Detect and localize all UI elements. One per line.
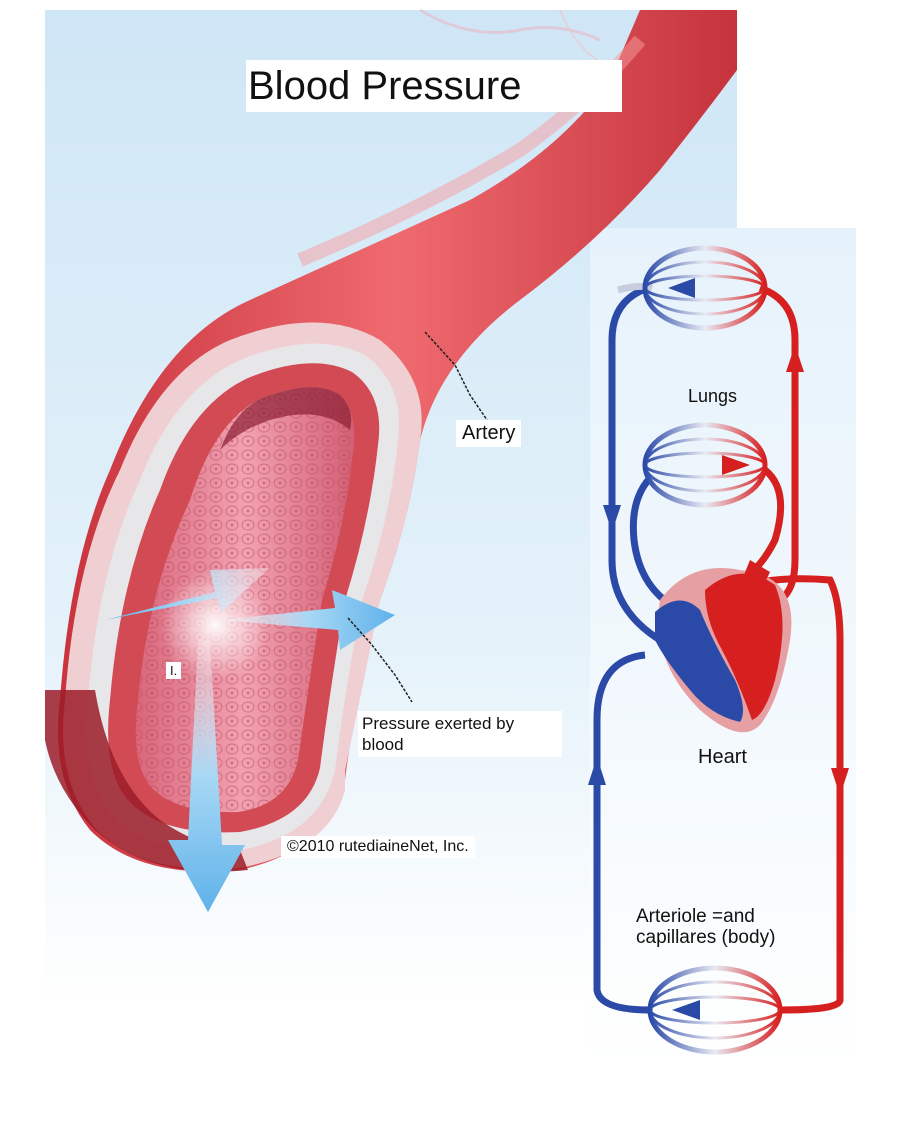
arteriole-label-line1: Arteriole =and <box>636 906 755 927</box>
heart-icon <box>655 560 792 733</box>
left-pressure-arrow <box>105 568 270 620</box>
systemic-vein-path <box>593 651 651 1014</box>
circulation-diagram <box>588 245 849 1055</box>
page-title: Blood Pressure <box>246 60 622 112</box>
lower-lung-capillary-icon <box>642 422 768 508</box>
pressure-leader-line <box>347 617 413 703</box>
right-pressure-arrow <box>220 590 395 650</box>
arteriole-label: Arteriole =and capillares (body) <box>636 906 826 948</box>
down-blue-arrow <box>603 505 621 532</box>
copyright-text: ©2010 rutediaineNet, Inc. <box>281 836 475 858</box>
pressure-label-line1: Pressure exerted by <box>362 714 515 733</box>
pressure-arrows <box>105 568 395 912</box>
pressure-label: Pressure exerted by blood <box>358 711 562 757</box>
down-pressure-arrow <box>168 640 245 912</box>
artery-label: Artery <box>456 420 522 447</box>
up-red-arrow <box>786 345 804 372</box>
artery-leader-line <box>424 331 488 421</box>
down-red-arrow <box>831 768 849 796</box>
up-blue-arrow <box>588 757 606 785</box>
lungs-label: Lungs <box>688 386 738 406</box>
heart-label: Heart <box>698 746 747 768</box>
pressure-glow <box>160 570 270 680</box>
arteriole-label-line2: capillares (body) <box>636 927 776 948</box>
inner-mark-label: I. <box>166 662 182 679</box>
pressure-label-line2: blood <box>362 735 404 754</box>
upper-lung-capillary-icon <box>642 245 768 331</box>
pulmonary-artery-path <box>608 284 662 643</box>
body-capillary-icon <box>647 965 783 1055</box>
pulmonary-vein-path <box>758 284 799 603</box>
